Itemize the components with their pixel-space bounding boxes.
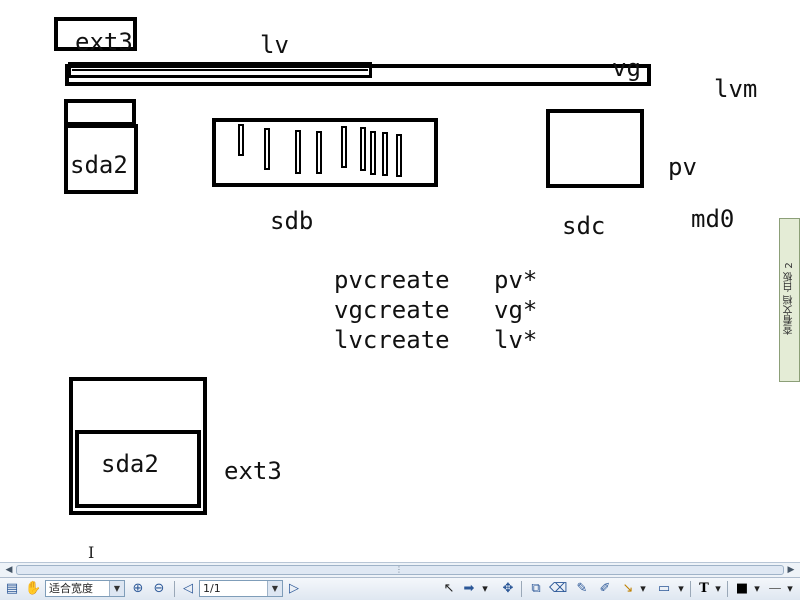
- vg-label: vg: [612, 54, 641, 82]
- chevron-down-icon: ▼: [109, 581, 124, 596]
- pin-icon[interactable]: ✥: [502, 581, 514, 596]
- hand-tool-icon[interactable]: ✋: [25, 581, 42, 596]
- chevron-down-icon[interactable]: ▾: [640, 582, 646, 595]
- chevron-down-icon[interactable]: ▾: [482, 582, 488, 595]
- zoom-mode-value: 适合宽度: [49, 582, 93, 595]
- command-name: pvcreate: [334, 266, 450, 294]
- partition-box-bottom-outer: [69, 377, 207, 515]
- command-arg: vg*: [494, 296, 538, 324]
- command-row: vgcreate vg*: [334, 298, 537, 328]
- text-cursor-icon: I: [88, 543, 95, 562]
- command-name: vgcreate: [334, 296, 450, 324]
- lv-label: lv: [260, 31, 289, 59]
- command-arg: lv*: [494, 326, 538, 354]
- scrollbar-grip-icon: ⋮: [395, 565, 403, 574]
- sda2-label-top: sda2: [70, 151, 128, 179]
- sdb-disk: [238, 124, 244, 156]
- sda2-label-bottom: sda2: [101, 450, 159, 478]
- toolbar-divider: [174, 581, 175, 597]
- copy-icon[interactable]: ⧉: [531, 581, 541, 596]
- sdb-disk: [382, 132, 388, 176]
- sdb-disk: [264, 128, 270, 170]
- command-list: pvcreate pv* vgcreate vg* lvcreate lv*: [334, 268, 537, 358]
- pencil-icon[interactable]: ✎: [576, 581, 588, 596]
- sdb-disk: [370, 131, 376, 175]
- prev-page-icon[interactable]: ◁: [183, 581, 193, 596]
- sda2-box-top-small: [64, 99, 136, 126]
- zoom-mode-select[interactable]: 适合宽度 ▼: [45, 580, 125, 597]
- ext3-box-top: [54, 17, 137, 51]
- sda2-box-bottom: [75, 430, 201, 508]
- chevron-down-icon[interactable]: ▾: [754, 582, 760, 595]
- scrollbar-thumb[interactable]: ⋮: [16, 565, 784, 575]
- sdc-label: sdc: [562, 212, 606, 240]
- next-page-icon[interactable]: ▷: [289, 581, 299, 596]
- chevron-down-icon[interactable]: ▾: [787, 582, 793, 595]
- pointer-icon[interactable]: ↖: [443, 581, 455, 596]
- toolbar-divider: [521, 581, 522, 597]
- sdb-label: sdb: [270, 207, 314, 235]
- zoom-in-icon[interactable]: ⊕: [132, 581, 144, 596]
- sdb-box: [212, 118, 438, 187]
- command-arg: pv*: [494, 266, 538, 294]
- line-style-icon[interactable]: —: [768, 581, 782, 596]
- md0-label: md0: [691, 205, 735, 233]
- pen-icon[interactable]: ✐: [599, 581, 611, 596]
- sdb-disk: [341, 126, 347, 168]
- lv-bar-line: [72, 69, 368, 71]
- sdb-disk: [360, 127, 366, 171]
- eraser-icon[interactable]: ⌫: [549, 581, 568, 596]
- layout-icon[interactable]: ▤: [5, 581, 19, 596]
- command-row: lvcreate lv*: [334, 328, 537, 358]
- toolbar-divider: [727, 581, 728, 597]
- page-indicator-select[interactable]: 1/1 ▼: [199, 580, 283, 597]
- sdb-disk: [396, 134, 402, 177]
- line-tool-icon[interactable]: ↘: [622, 581, 634, 596]
- sdc-box: [546, 109, 644, 188]
- scroll-left-icon[interactable]: ◀: [5, 565, 13, 575]
- chevron-down-icon[interactable]: ▾: [678, 582, 684, 595]
- lv-bar: [68, 62, 372, 78]
- sda2-box-top: [64, 124, 138, 194]
- ext3-label-top: ext3: [75, 28, 133, 56]
- side-panel-tab-label: 查看文档 白板 2: [784, 262, 795, 336]
- scroll-right-icon[interactable]: ▶: [787, 565, 795, 575]
- sdb-disk: [316, 131, 322, 174]
- bottom-toolbar: ▤ ✋ 适合宽度 ▼ ⊕ ⊖ ◁ 1/1 ▼ ▷ ↖ ➡ ▾ ✥ ⧉ ⌫ ✎ ✐…: [0, 577, 800, 600]
- rectangle-tool-icon[interactable]: ▭: [657, 581, 671, 596]
- lvm-label: lvm: [714, 75, 758, 103]
- side-panel-tab[interactable]: 查看文档 白板 2: [779, 218, 800, 382]
- text-tool-icon[interactable]: T: [699, 581, 709, 596]
- vg-bar: [65, 64, 651, 86]
- command-name: lvcreate: [334, 326, 450, 354]
- command-row: pvcreate pv*: [334, 268, 537, 298]
- zoom-out-icon[interactable]: ⊖: [153, 581, 165, 596]
- chevron-down-icon: ▼: [267, 581, 282, 596]
- sdb-disk: [295, 130, 301, 174]
- arrow-tool-icon[interactable]: ➡: [463, 581, 475, 596]
- chevron-down-icon[interactable]: ▾: [715, 582, 721, 595]
- ext3-label-bottom: ext3: [224, 457, 282, 485]
- horizontal-scrollbar[interactable]: ◀ ⋮ ▶: [0, 562, 800, 577]
- color-picker-icon[interactable]: ■: [735, 581, 749, 596]
- whiteboard-canvas[interactable]: ext3 lv vg lvm sda2 sdb sdc pv md0 pvcre…: [0, 0, 779, 562]
- toolbar-divider: [690, 581, 691, 597]
- page-indicator-value: 1/1: [203, 582, 221, 595]
- pv-label: pv: [668, 153, 697, 181]
